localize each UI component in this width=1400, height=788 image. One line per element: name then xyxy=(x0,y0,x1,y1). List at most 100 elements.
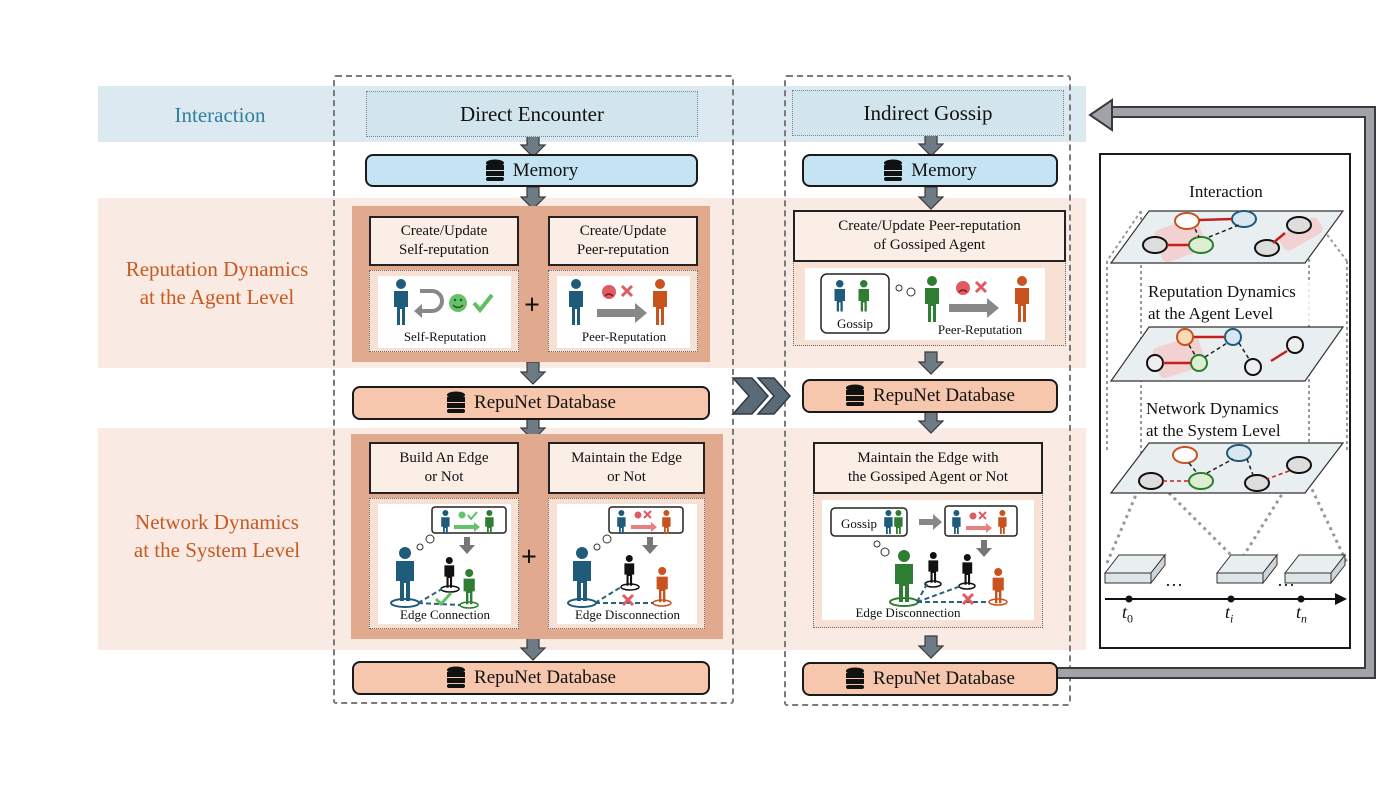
timeline-ellipsis-2: … xyxy=(1277,570,1295,590)
arrow-down-icon xyxy=(642,537,658,554)
person-icon xyxy=(396,547,414,601)
side-interaction-label: Interaction xyxy=(1189,182,1263,201)
person-icon xyxy=(573,547,591,601)
gossip-peer-reputation-box: Create/Update Peer-reputation of Gossipe… xyxy=(793,210,1066,262)
side-reputation-label-line2: at the Agent Level xyxy=(1148,304,1274,324)
gossip-label-2: Gossip xyxy=(840,516,878,531)
memory-box-left: Memory xyxy=(365,154,698,187)
time-label-n: tn xyxy=(1296,602,1307,627)
direct-encounter-title: Direct Encounter xyxy=(366,91,698,137)
arrow-right-icon xyxy=(949,298,999,318)
gossip-peer-reputation-box-line2: of Gossiped Agent xyxy=(873,237,986,253)
peer-reputation-box-line2: Peer-reputation xyxy=(576,242,670,258)
time-label-n-sub: n xyxy=(1301,611,1308,626)
self-reputation-figure xyxy=(394,279,494,325)
gossip-maintain-edge-box-line2: the Gossiped Agent or Not xyxy=(848,469,1008,485)
cross-icon xyxy=(961,592,975,606)
person-icon xyxy=(858,280,869,312)
edge-disconnection-caption-right: Edge Disconnection xyxy=(855,605,961,620)
gossip-peer-reputation-box-line1: Create/Update Peer-reputation xyxy=(838,218,1021,235)
database-icon xyxy=(846,384,865,406)
side-reputation-label-line1: Reputation Dynamics xyxy=(1148,282,1296,301)
database-icon xyxy=(447,666,466,688)
timeline-layer-0 xyxy=(1103,553,1167,585)
layered-network-figure xyxy=(1103,210,1349,605)
repunet-database-right-2: RepuNet Database xyxy=(802,662,1058,696)
build-edge-box-line1: Build An Edge xyxy=(399,450,489,467)
row-label-reputation: Reputation Dynamics at the Agent Level xyxy=(102,255,332,312)
memory-label-left: Memory xyxy=(512,159,579,181)
repunet-database-left-2: RepuNet Database xyxy=(352,661,710,695)
time-label-i: ti xyxy=(1225,602,1233,627)
peer-reputation-figure xyxy=(569,279,667,325)
side-network-label: Network Dynamics at the System Level xyxy=(1146,398,1306,443)
maintain-edge-box-left: Maintain the Edge or Not xyxy=(548,442,705,494)
gossip-label: Gossip xyxy=(836,316,874,331)
self-reputation-caption: Self-Reputation xyxy=(403,329,487,344)
peer-reputation-box-line1: Create/Update xyxy=(579,223,667,240)
row-label-reputation-line2: at the Agent Level xyxy=(139,285,295,310)
peer-reputation-caption-left: Peer-Reputation xyxy=(581,329,667,344)
time-label-n-t: t xyxy=(1296,602,1302,622)
row-label-network-line2: at the System Level xyxy=(133,538,301,563)
gossip-peer-reputation-figure xyxy=(820,273,1029,334)
row-label-network-line1: Network Dynamics xyxy=(135,510,299,534)
edge-connection-figure xyxy=(390,506,507,609)
peer-reputation-illustration: Peer-Reputation xyxy=(548,270,698,352)
self-reputation-illustration: Self-Reputation xyxy=(369,270,519,352)
maintain-edge-box-left-line2: or Not xyxy=(607,469,646,485)
person-icon xyxy=(394,279,408,325)
sad-face-icon xyxy=(956,281,970,295)
arrow-right-icon xyxy=(597,303,647,323)
self-reputation-box-line2: Self-reputation xyxy=(399,242,489,258)
edge-disconnection-illustration-left: Edge Disconnection xyxy=(548,498,705,629)
person-icon xyxy=(834,280,845,312)
time-label-0-t: t xyxy=(1122,602,1128,622)
cross-icon xyxy=(621,593,635,607)
thought-bubble-icon xyxy=(944,505,1018,537)
self-loop-arrow xyxy=(420,289,444,313)
smile-face-icon xyxy=(449,294,467,312)
memory-box-right: Memory xyxy=(802,154,1058,187)
repunet-database-left-1: RepuNet Database xyxy=(352,386,710,420)
cross-icon xyxy=(620,284,634,298)
check-icon xyxy=(434,591,453,607)
person-icon xyxy=(653,279,667,325)
time-label-i-t: t xyxy=(1225,602,1231,622)
database-icon xyxy=(485,159,504,181)
side-reputation-label: Reputation Dynamics at the Agent Level xyxy=(1148,281,1328,326)
sad-face-icon xyxy=(602,285,616,299)
build-edge-box-line2: or Not xyxy=(424,469,464,485)
database-label-right-2: RepuNet Database xyxy=(873,668,1015,689)
direct-encounter-column xyxy=(333,75,734,704)
database-label-right-1: RepuNet Database xyxy=(873,385,1015,406)
gossip-edge-figure xyxy=(830,505,1018,607)
row-label-network: Network Dynamics at the System Level xyxy=(102,508,332,565)
edge-disconnection-figure-left xyxy=(567,506,684,608)
feedback-loop-arrow xyxy=(1057,98,1376,679)
row-label-reputation-line1: Reputation Dynamics xyxy=(125,257,309,281)
indirect-gossip-title: Indirect Gossip xyxy=(792,90,1064,136)
database-label-left-2: RepuNet Database xyxy=(474,667,616,688)
arrow-down-icon xyxy=(976,540,992,557)
check-icon xyxy=(472,293,494,314)
plus-sign-network: + xyxy=(521,542,537,573)
plus-sign-reputation: + xyxy=(524,290,540,321)
self-reputation-box: Create/Update Self-reputation xyxy=(369,216,519,266)
database-icon xyxy=(884,159,903,181)
database-icon xyxy=(447,391,466,413)
build-edge-box: Build An Edge or Not xyxy=(369,442,519,494)
time-label-i-sub: i xyxy=(1230,611,1234,626)
peer-reputation-caption-right: Peer-Reputation xyxy=(937,322,1023,337)
person-icon xyxy=(895,550,913,602)
side-network-label-line1: Network Dynamics xyxy=(1146,399,1279,418)
cross-icon xyxy=(974,280,988,294)
chevron-double-right-icon xyxy=(731,377,792,415)
memory-label-right: Memory xyxy=(911,159,977,181)
database-icon xyxy=(846,667,865,689)
timeline-layer-i xyxy=(1215,553,1279,585)
edge-connection-caption: Edge Connection xyxy=(400,607,490,622)
person-icon xyxy=(569,279,583,325)
edge-disconnection-caption-left: Edge Disconnection xyxy=(574,607,681,622)
